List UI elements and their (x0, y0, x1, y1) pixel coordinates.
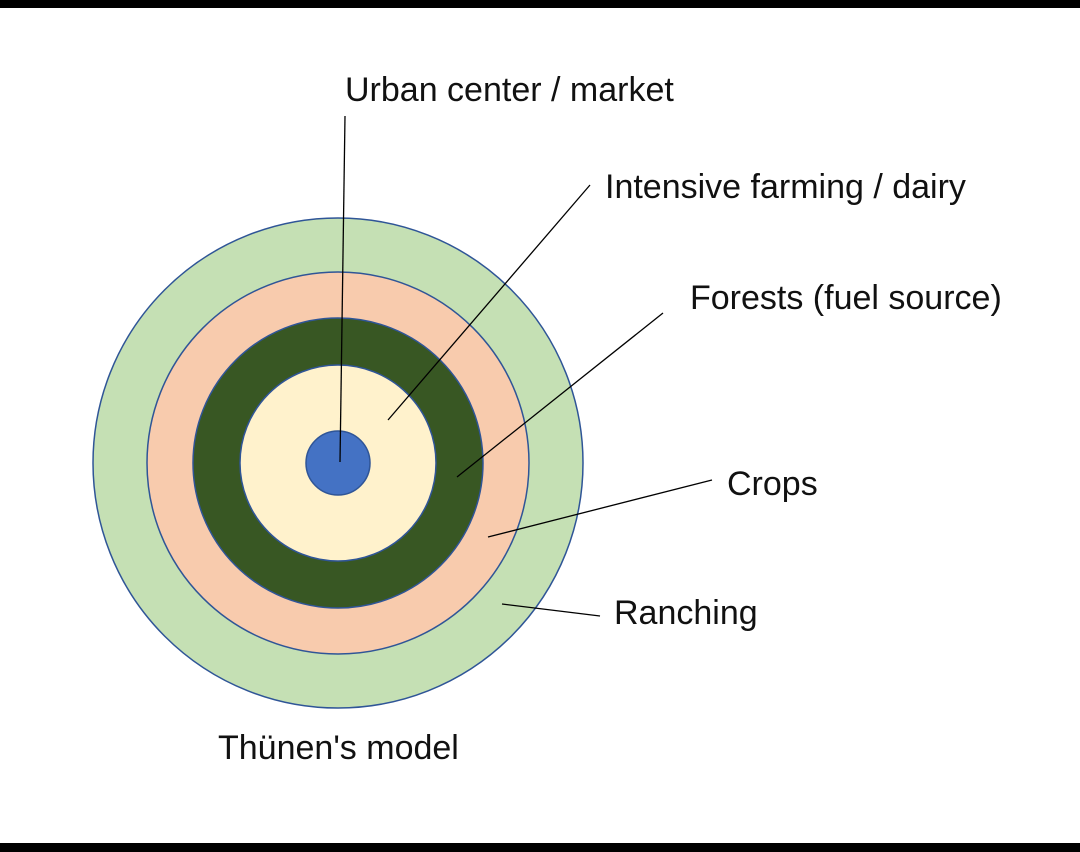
urban-center-dot (305, 430, 371, 496)
diagram-caption: Thünen's model (218, 729, 459, 767)
intensive-farming-label: Intensive farming / dairy (605, 168, 966, 206)
bottom-frame-bar (0, 843, 1080, 852)
intensive-farming-leader-line (387, 184, 591, 421)
forests-label: Forests (fuel source) (690, 279, 1002, 317)
top-frame-bar (0, 0, 1080, 8)
ranching-leader-line (501, 603, 601, 617)
urban-center-leader-line (339, 115, 346, 463)
crops-leader-line (487, 479, 713, 538)
crops-label: Crops (727, 465, 818, 503)
forests-leader-line (456, 312, 664, 478)
urban-center-label: Urban center / market (345, 71, 674, 109)
ranching-label: Ranching (614, 594, 758, 632)
